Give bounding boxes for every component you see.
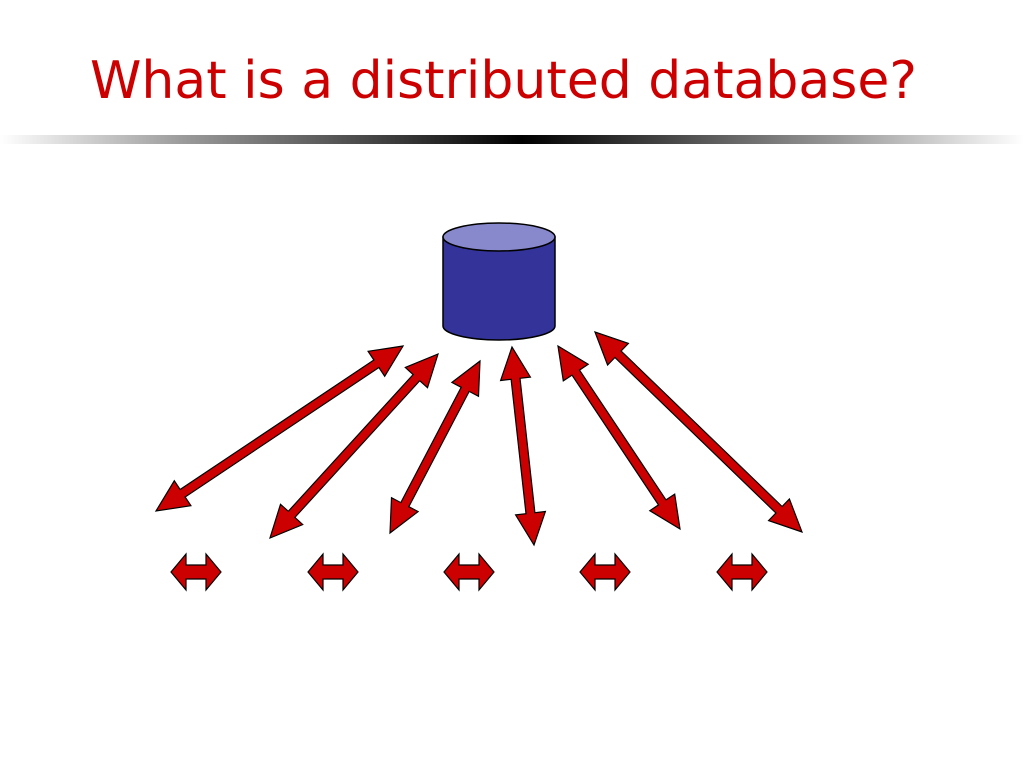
site-arrow-1 — [170, 552, 222, 592]
connection-arrow-6 — [593, 331, 804, 533]
site-arrow-4 — [579, 552, 631, 592]
database-cylinder-icon — [442, 222, 556, 341]
site-arrow-5 — [716, 552, 768, 592]
connection-arrow-4 — [499, 345, 547, 547]
title-divider — [0, 135, 1024, 144]
connection-arrow-1 — [154, 345, 405, 512]
site-arrows — [170, 552, 768, 592]
connection-arrow-2 — [269, 352, 439, 540]
slide-title: What is a distributed database? — [90, 51, 917, 111]
database-cylinder-top — [442, 222, 556, 252]
connection-arrows — [154, 331, 804, 547]
site-arrow-3 — [443, 552, 495, 592]
connection-arrow-3 — [389, 359, 481, 535]
connection-arrow-5 — [557, 344, 681, 531]
site-arrow-2 — [307, 552, 359, 592]
database-cylinder-body — [442, 236, 556, 341]
